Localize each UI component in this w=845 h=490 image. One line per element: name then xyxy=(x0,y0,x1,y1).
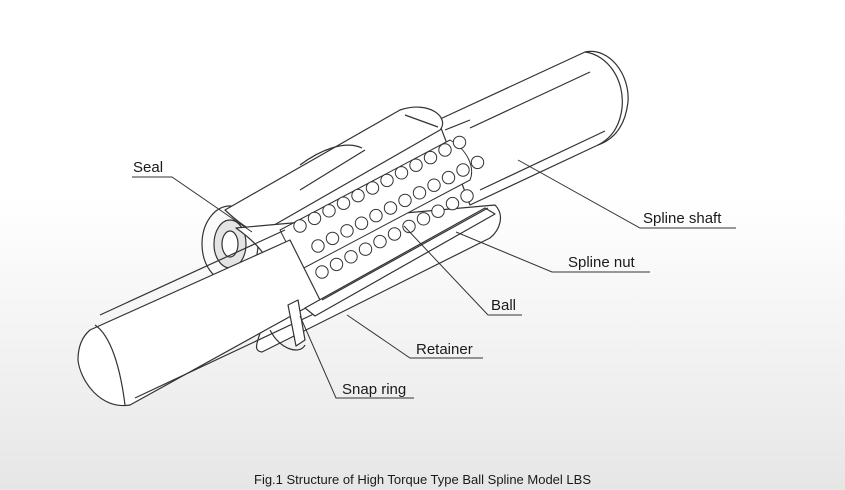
ball xyxy=(412,186,427,200)
ball xyxy=(344,250,358,264)
spline-shaft-label: Spline shaft xyxy=(643,210,722,227)
snap-ring xyxy=(269,299,306,351)
ball xyxy=(358,242,373,256)
snap-ring-label: Snap ring xyxy=(342,381,407,398)
ball xyxy=(445,196,460,211)
ball-label: Ball xyxy=(491,297,517,314)
ball xyxy=(423,150,438,165)
ball xyxy=(365,181,380,195)
ball xyxy=(416,212,431,226)
ball xyxy=(383,201,398,215)
ball xyxy=(315,265,329,279)
retainer xyxy=(304,207,496,317)
ball xyxy=(307,211,322,226)
ball xyxy=(322,204,336,218)
ball xyxy=(427,178,441,192)
ball xyxy=(441,170,456,185)
spline-shaft-lower xyxy=(77,229,321,407)
ball xyxy=(452,135,467,150)
ball xyxy=(325,231,340,246)
ball xyxy=(293,219,307,233)
ball xyxy=(438,143,452,157)
ball xyxy=(398,193,412,208)
ball xyxy=(402,219,416,234)
ball xyxy=(340,224,354,238)
ball xyxy=(354,216,369,230)
ball xyxy=(373,234,387,249)
balls xyxy=(293,135,485,279)
ball xyxy=(380,173,394,188)
ball xyxy=(431,204,445,218)
ball xyxy=(409,158,423,172)
leader-line-spline-nut xyxy=(455,231,650,273)
figure-caption: Fig.1 Structure of High Torque Type Ball… xyxy=(254,472,591,487)
ball xyxy=(369,208,383,223)
ball xyxy=(387,227,402,241)
ball xyxy=(394,166,409,180)
leader-line-spline-shaft xyxy=(517,159,736,229)
ball xyxy=(460,189,474,203)
spline-nut-label: Spline nut xyxy=(568,254,635,271)
leader-line-seal xyxy=(132,176,253,233)
ball xyxy=(351,188,365,203)
ball xyxy=(470,155,485,170)
ball xyxy=(311,239,325,253)
ball xyxy=(336,196,351,210)
leader-line-retainer xyxy=(346,314,483,359)
spline-shaft-upper xyxy=(437,50,629,206)
seal-label: Seal xyxy=(133,159,164,176)
leader-lines xyxy=(132,159,736,399)
leader-line-snap-ring xyxy=(299,315,414,399)
leader-line-ball xyxy=(403,225,522,316)
ball xyxy=(456,163,470,177)
retainer-label: Retainer xyxy=(416,341,473,358)
ball xyxy=(329,257,344,272)
